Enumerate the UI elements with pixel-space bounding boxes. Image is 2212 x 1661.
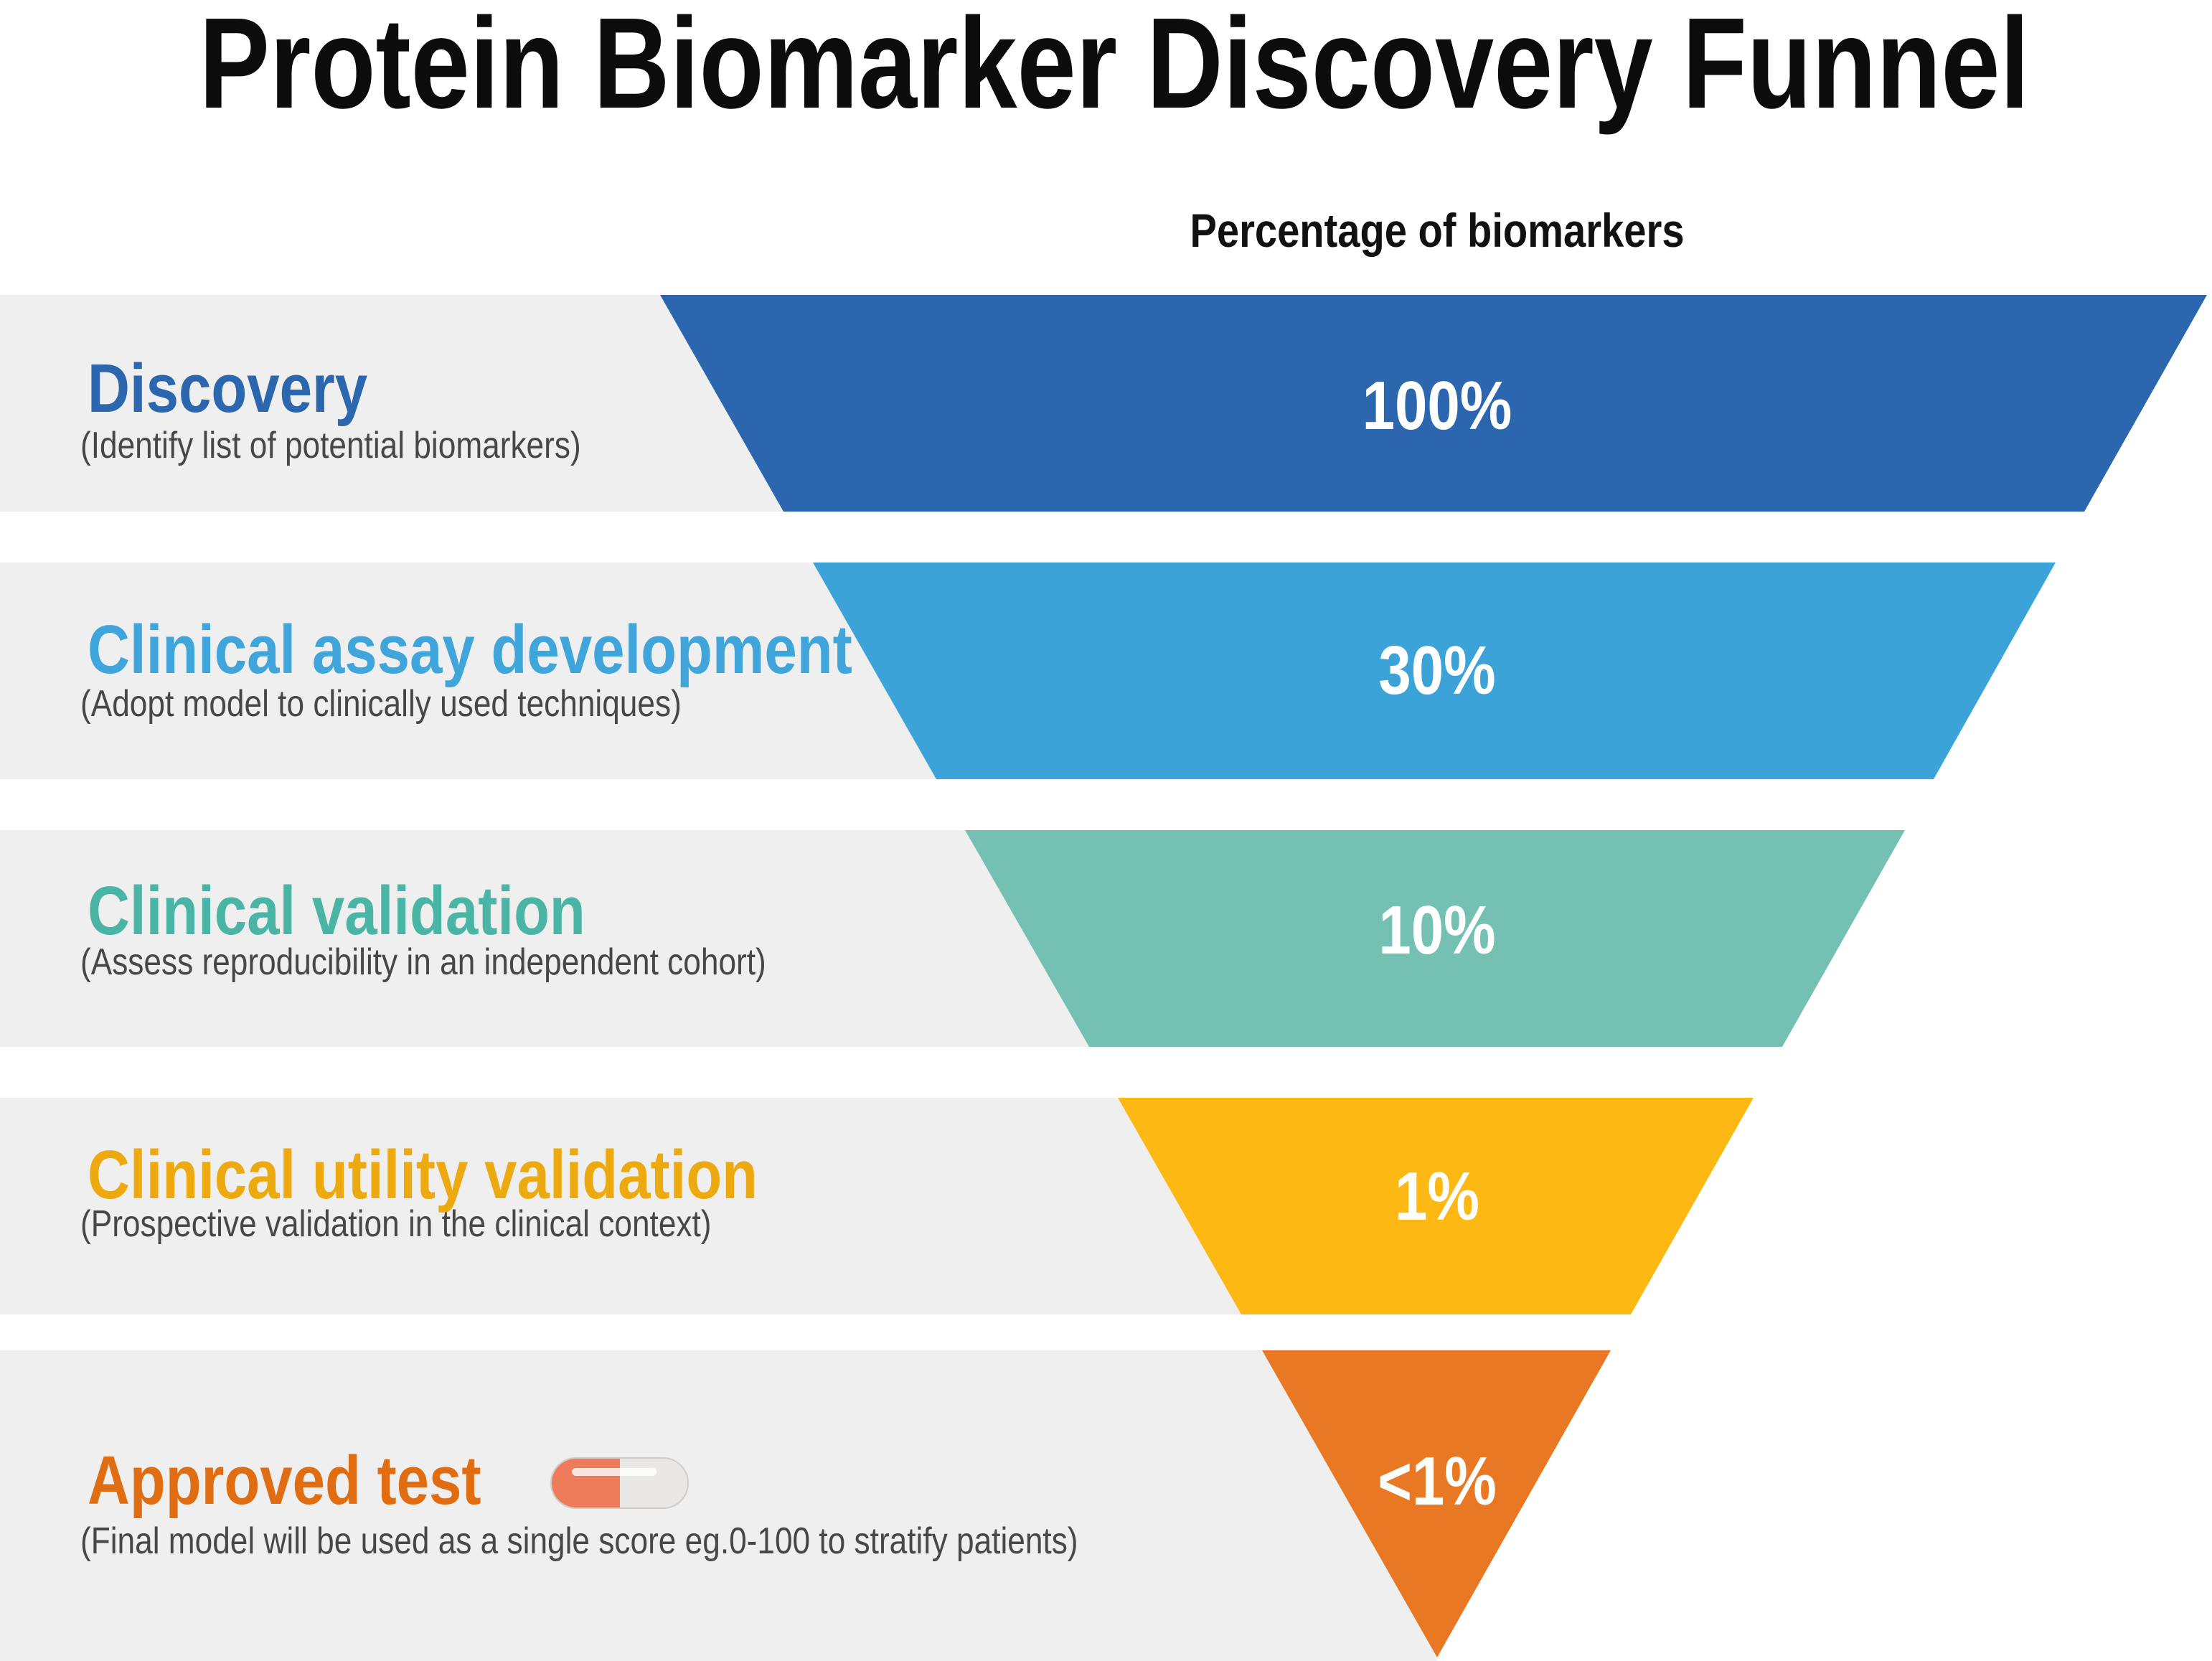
percent-label-clinical-validation: 10%	[1378, 892, 1496, 969]
stage-description-clinical-validation: (Assess reproducibility in an independen…	[80, 941, 766, 983]
pill-icon	[550, 1457, 689, 1509]
funnel-slice-assay-development	[813, 563, 2056, 779]
stage-description-discovery: (Identify list of potential biomarkers)	[80, 425, 581, 466]
row-band-assay-development	[0, 563, 936, 779]
pill-highlight	[572, 1468, 656, 1476]
stage-label-assay-development: Clinical assay development	[88, 611, 852, 688]
row-band-clinical-validation	[0, 830, 1089, 1047]
pill-left-half	[552, 1459, 620, 1507]
stage-label-approved-test: Approved test	[88, 1442, 481, 1519]
row-band-approved-test	[0, 1350, 1437, 1661]
stage-label-utility-validation: Clinical utility validation	[88, 1137, 758, 1213]
funnel-slice-approved-test	[1262, 1350, 1611, 1657]
row-band-utility-validation	[0, 1098, 1241, 1314]
percent-label-assay-development: 30%	[1378, 632, 1496, 709]
funnel-slice-utility-validation	[1118, 1098, 1754, 1314]
funnel-slice-clinical-validation	[965, 830, 1905, 1047]
percent-label-approved-test: <1%	[1378, 1443, 1497, 1520]
row-band-discovery	[0, 295, 783, 512]
percent-label-utility-validation: 1%	[1395, 1158, 1479, 1235]
stage-description-utility-validation: (Prospective validation in the clinical …	[80, 1203, 712, 1245]
stage-description-approved-test: (Final model will be used as a single sc…	[80, 1520, 1078, 1562]
stage-label-clinical-validation: Clinical validation	[88, 872, 585, 949]
funnel-slice-discovery	[660, 295, 2207, 512]
percent-label-discovery: 100%	[1362, 367, 1512, 444]
pill-right-half	[619, 1459, 687, 1507]
stage-label-discovery: Discovery	[88, 350, 368, 427]
stage-description-assay-development: (Adopt model to clinically used techniqu…	[80, 683, 682, 725]
percentage-column-header: Percentage of biomarkers	[1190, 204, 1685, 257]
page-title: Protein Biomarker Discovery Funnel	[199, 0, 2030, 136]
